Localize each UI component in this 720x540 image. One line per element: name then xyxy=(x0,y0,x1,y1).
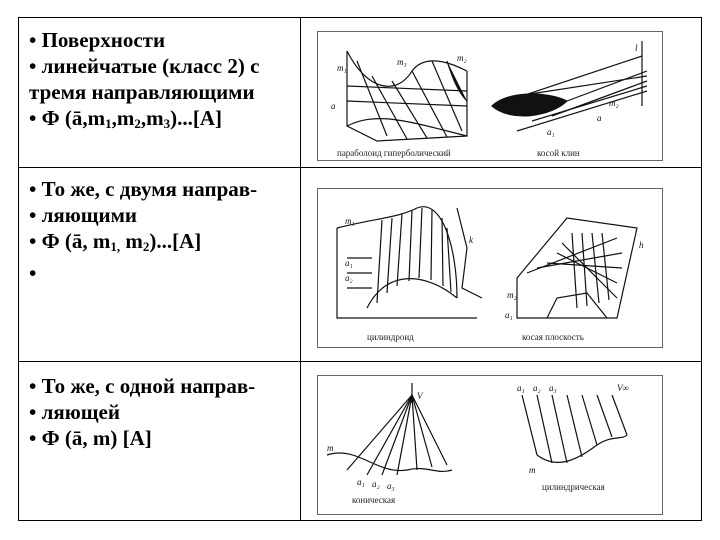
row1-line2: • линейчатые (класс 2) с xyxy=(29,54,260,78)
svg-text:a₃: a₃ xyxy=(549,383,557,393)
svg-text:a₂: a₂ xyxy=(372,479,380,489)
surfaces-table: • Поверхности • линейчатые (класс 2) с т… xyxy=(18,17,702,521)
row-divider xyxy=(19,167,701,168)
row2-line2: • ляющими xyxy=(29,203,138,227)
svg-text:k: k xyxy=(469,235,474,245)
row2-line4: • xyxy=(29,261,37,285)
row2-drawing: m₁ k a₁ a₂ h m₂ a₁ цилиндроид ко xyxy=(317,188,663,348)
row1-drawing: m₁ m₃ m₂ a l m₂ a a₁ параболоид гипербол… xyxy=(317,31,663,161)
svg-text:m₁: m₁ xyxy=(337,63,347,73)
caption-skew-wedge: косой клин xyxy=(537,148,580,158)
svg-text:a₁: a₁ xyxy=(357,477,365,487)
svg-text:a₁: a₁ xyxy=(517,383,525,393)
row-divider xyxy=(19,361,701,362)
svg-text:a₁: a₁ xyxy=(547,127,555,137)
row3-line3: • Ф (ā, m) [A] xyxy=(29,426,152,450)
caption-cylindroid: цилиндроид xyxy=(367,332,414,342)
svg-text:m: m xyxy=(529,465,536,475)
skew-plane-sketch xyxy=(516,217,638,319)
row3-line1: • То же, с одной направ- xyxy=(29,374,256,398)
svg-text:a: a xyxy=(597,113,602,123)
row1-formula: • Ф (ā,m1,m2,m3)...[A] xyxy=(29,106,223,131)
row1-line3: тремя направляющими xyxy=(29,80,255,104)
conical-surface-sketch xyxy=(326,383,453,476)
svg-text:V: V xyxy=(417,391,424,401)
row2-text: • То же, с двумя направ- • ляющими • Ф (… xyxy=(29,176,299,286)
svg-text:a₁: a₁ xyxy=(345,258,353,268)
svg-text:V∞: V∞ xyxy=(617,383,629,393)
svg-text:a₂: a₂ xyxy=(533,383,541,393)
row3-figure: V m a₁ a₂ a₃ a₁ a₂ a₃ V∞ m коническая ци… xyxy=(317,375,663,515)
caption-skew-plane: косая плоскость xyxy=(522,332,584,342)
row2-line1: • То же, с двумя направ- xyxy=(29,177,258,201)
row3-text: • То же, с одной направ- • ляющей • Ф (ā… xyxy=(29,373,299,451)
svg-text:m₂: m₂ xyxy=(507,290,517,300)
svg-text:a₃: a₃ xyxy=(387,481,395,491)
caption-hyperbolic-paraboloid: параболоид гиперболический xyxy=(337,148,451,158)
skew-wedge-sketch xyxy=(491,41,648,132)
column-divider xyxy=(300,18,301,520)
row2-formula: • Ф (ā, m1, m2)...[A] xyxy=(29,229,202,254)
svg-text:l: l xyxy=(635,43,638,53)
svg-text:m₃: m₃ xyxy=(397,57,407,67)
row3-drawing: V m a₁ a₂ a₃ a₁ a₂ a₃ V∞ m коническая ци… xyxy=(317,375,663,515)
svg-text:h: h xyxy=(639,240,644,250)
hyperbolic-paraboloid-sketch xyxy=(346,50,468,142)
svg-text:a: a xyxy=(331,101,336,111)
svg-text:a₂: a₂ xyxy=(345,273,353,283)
svg-text:m: m xyxy=(327,443,334,453)
row2-figure: m₁ k a₁ a₂ h m₂ a₁ цилиндроид ко xyxy=(317,188,663,348)
svg-text:m₂: m₂ xyxy=(609,98,619,108)
cylindrical-surface-sketch xyxy=(521,394,628,464)
row3-line2: • ляющей xyxy=(29,400,120,424)
caption-cylindrical: цилиндрическая xyxy=(542,482,605,492)
cylindroid-sketch xyxy=(336,206,483,319)
caption-conical: коническая xyxy=(352,495,395,505)
row1-text: • Поверхности • линейчатые (класс 2) с т… xyxy=(29,27,299,137)
row1-figure: m₁ m₃ m₂ a l m₂ a a₁ параболоид гипербол… xyxy=(317,31,663,161)
svg-text:m₁: m₁ xyxy=(345,216,355,226)
row1-line1: • Поверхности xyxy=(29,28,166,52)
svg-text:a₁: a₁ xyxy=(505,310,513,320)
svg-text:m₂: m₂ xyxy=(457,53,467,63)
